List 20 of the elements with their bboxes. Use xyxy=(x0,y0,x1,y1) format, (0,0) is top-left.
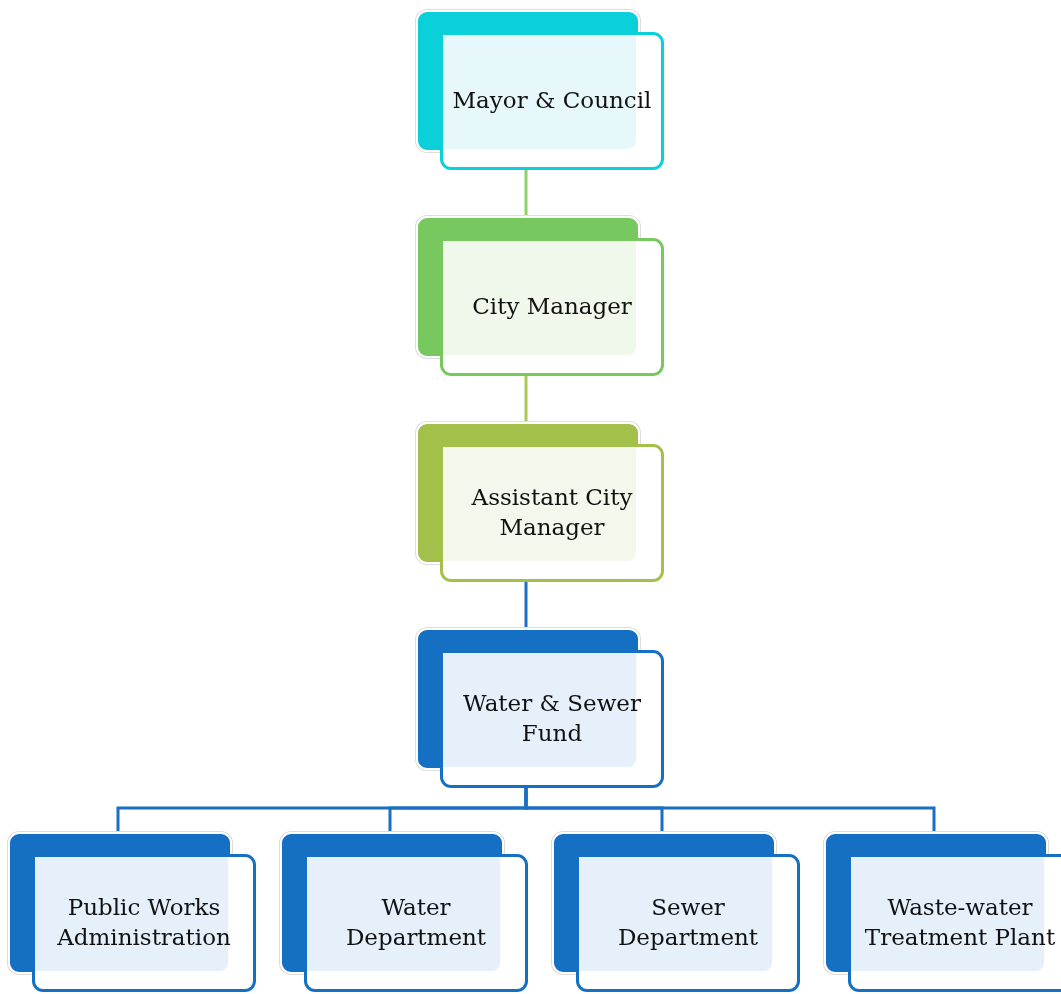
connector-line xyxy=(524,170,528,216)
box-label: Mayor & Council xyxy=(452,86,652,116)
box-label: Water Department xyxy=(344,893,488,952)
org-chart-box xyxy=(824,832,1061,992)
org-chart-box xyxy=(416,216,664,376)
org-chart-box xyxy=(416,628,664,788)
org-chart-box xyxy=(280,832,528,992)
connector-line xyxy=(524,788,936,832)
box-label: City Manager xyxy=(472,292,632,322)
org-chart-box xyxy=(416,422,664,582)
connector-line xyxy=(524,582,528,628)
org-chart-box xyxy=(8,832,256,992)
box-label: Sewer Department xyxy=(616,893,760,952)
org-chart-box xyxy=(552,832,800,992)
connector-line xyxy=(524,376,528,422)
box-label: Public Works Administration xyxy=(56,893,232,952)
box-label: Water & Sewer Fund xyxy=(462,689,642,748)
box-label: Waste-water Treatment Plant xyxy=(863,893,1057,952)
org-chart-box xyxy=(416,10,664,170)
box-label: Assistant City Manager xyxy=(470,483,634,542)
